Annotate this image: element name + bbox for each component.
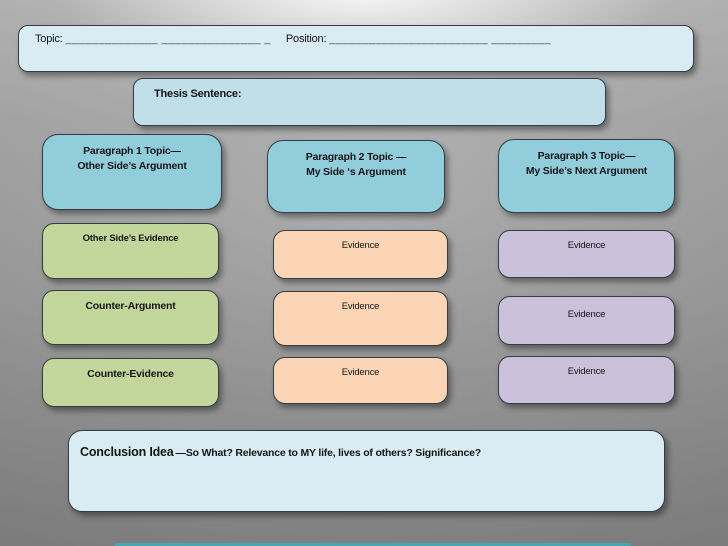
evidence-box-mid-1: Evidence — [273, 230, 448, 279]
evidence-box-right-1: Evidence — [498, 230, 675, 278]
evidence-box-right-3: Evidence — [498, 356, 675, 404]
paragraph-2-topic-box: Paragraph 2 Topic — My Side ‘s Argument — [267, 140, 445, 213]
evidence-box-mid-3: Evidence — [273, 357, 448, 404]
conclusion-box: Conclusion Idea—So What? Relevance to MY… — [68, 430, 665, 512]
paragraph-1-topic-line1: Paragraph 1 Topic— — [83, 145, 181, 157]
evidence-box-mid-2: Evidence — [273, 291, 448, 346]
paragraph-1-topic-line2: Other Side’s Argument — [77, 159, 187, 172]
thesis-label: Thesis Sentence: — [154, 88, 242, 100]
paragraph-2-topic-line2: My Side ‘s Argument — [306, 165, 406, 178]
counter-evidence-label: Counter-Evidence — [87, 368, 174, 380]
evidence-label: Evidence — [341, 240, 380, 251]
topic-position-box: Topic: ______________ _______________ _ … — [18, 25, 694, 72]
other-sides-evidence-label: Other Side’s Evidence — [82, 233, 179, 244]
counter-argument-box: Counter-Argument — [42, 290, 219, 345]
conclusion-text: —So What? Relevance to MY life, lives of… — [175, 447, 482, 459]
paragraph-3-topic-line2: My Side’s Next Argument — [525, 164, 648, 177]
next-slide-edge-strip — [115, 543, 631, 546]
conclusion-title: Conclusion Idea — [80, 445, 174, 459]
thesis-sentence-box: Thesis Sentence: — [133, 78, 606, 126]
paragraph-1-topic-box: Paragraph 1 Topic— Other Side’s Argument — [42, 134, 222, 210]
topic-blank-line: ______________ _______________ _ — [65, 33, 272, 45]
paragraph-3-topic-line1: Paragraph 3 Topic— — [537, 150, 636, 162]
evidence-box-right-2: Evidence — [498, 296, 675, 345]
counter-evidence-box: Counter-Evidence — [42, 358, 219, 407]
evidence-label: Evidence — [567, 240, 606, 251]
position-label: Position: — [285, 33, 327, 45]
topic-label: Topic: — [35, 33, 63, 45]
evidence-label: Evidence — [341, 367, 380, 378]
position-blank-line: ________________________ _________ — [329, 33, 552, 45]
evidence-label: Evidence — [567, 366, 606, 377]
evidence-label: Evidence — [341, 301, 380, 312]
other-sides-evidence-box: Other Side’s Evidence — [42, 223, 219, 279]
evidence-label: Evidence — [567, 309, 606, 320]
paragraph-3-topic-box: Paragraph 3 Topic— My Side’s Next Argume… — [498, 139, 675, 213]
paragraph-2-topic-line1: Paragraph 2 Topic — — [305, 151, 407, 163]
counter-argument-label: Counter-Argument — [85, 300, 176, 312]
